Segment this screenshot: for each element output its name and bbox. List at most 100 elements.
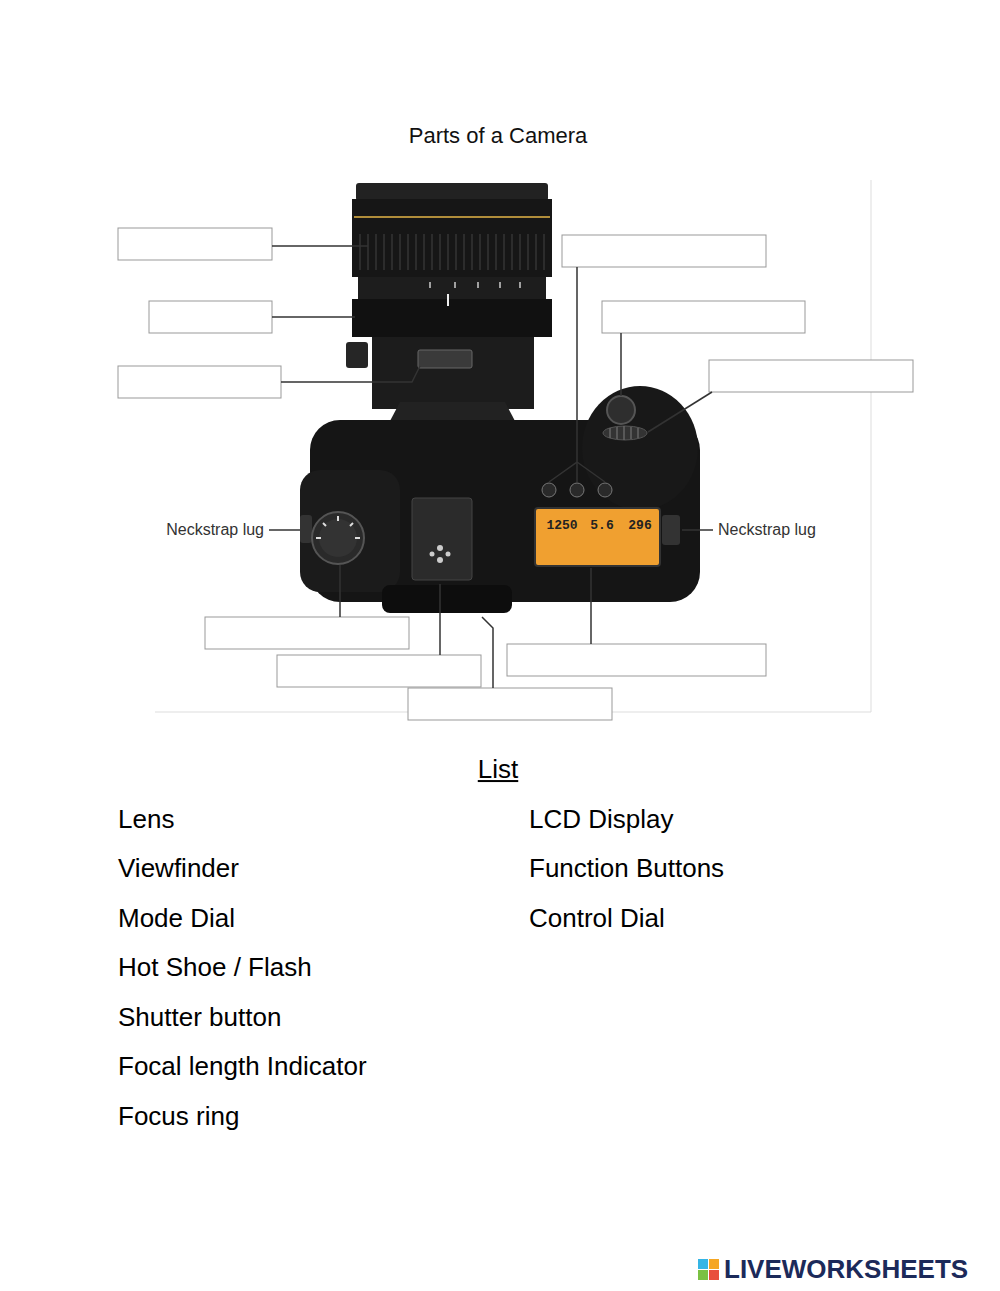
camera-body	[382, 585, 512, 613]
list-item: Shutter button	[118, 1003, 281, 1033]
lcd-reading: 5.6	[590, 519, 613, 534]
hot-shoe-figure	[437, 557, 443, 563]
camera-lens	[431, 234, 433, 270]
camera-lens	[360, 234, 544, 270]
camera-lens	[391, 234, 393, 270]
leader-line	[682, 529, 713, 531]
leader-line	[482, 617, 493, 688]
hot-shoe-figure	[412, 498, 472, 580]
camera-lens	[471, 234, 473, 270]
answer-box	[709, 360, 913, 392]
camera-lens	[463, 234, 465, 270]
answer-box	[149, 301, 272, 333]
list-item: LCD Display	[529, 805, 674, 835]
camera-lens	[477, 282, 479, 288]
camera-lens	[487, 234, 489, 270]
camera-lens	[423, 234, 425, 270]
camera-lens	[354, 216, 550, 218]
page-title: Parts of a Camera	[409, 123, 588, 148]
lcd-reading: 296	[628, 519, 651, 534]
camera-lens	[479, 234, 481, 270]
camera-lens	[375, 234, 377, 270]
camera-lens	[352, 299, 552, 337]
camera-lens	[367, 234, 369, 270]
part-label: Neckstrap lug	[718, 521, 816, 539]
controls-figure	[542, 483, 556, 497]
camera-lens	[407, 234, 409, 270]
leader-line	[620, 333, 622, 396]
leader-line	[272, 316, 355, 318]
mode-dial-figure	[316, 516, 360, 538]
controls-figure	[570, 483, 584, 497]
list-item: Focus ring	[118, 1102, 239, 1132]
answer-box	[562, 235, 766, 267]
mode-dial-figure	[316, 537, 321, 539]
hot-shoe-figure	[412, 498, 472, 580]
controls-figure	[610, 426, 638, 440]
camera-lens	[372, 337, 534, 409]
list-item: Lens	[118, 805, 174, 835]
camera-lens	[346, 183, 552, 409]
leader-line	[576, 462, 578, 482]
leader-line	[281, 366, 420, 382]
list-item: Focal length Indicator	[118, 1052, 367, 1082]
photo-frame	[871, 180, 872, 712]
leader-line	[549, 267, 577, 482]
leader-line	[439, 584, 441, 655]
list-item: Function Buttons	[529, 854, 724, 884]
leader-line	[577, 462, 605, 482]
mode-dial-figure	[355, 537, 360, 539]
watermark-logo	[709, 1259, 719, 1269]
leader-line	[269, 529, 300, 531]
mode-dial-figure	[337, 516, 339, 521]
part-label: Neckstrap lug	[166, 521, 264, 539]
camera-lens	[429, 282, 431, 288]
camera-body	[582, 386, 698, 510]
hot-shoe-figure	[430, 552, 435, 557]
lcd-reading: 1250	[546, 519, 577, 534]
camera-body	[300, 386, 700, 613]
mode-dial-figure	[312, 512, 364, 564]
camera-lens	[499, 282, 501, 288]
leader-line	[339, 565, 341, 617]
camera-lens	[447, 234, 449, 270]
leader-line	[590, 568, 592, 644]
answer-box	[507, 644, 766, 676]
camera-body	[300, 470, 400, 592]
leader-line	[269, 246, 713, 688]
controls-figure	[535, 396, 660, 566]
mode-dial-figure	[319, 519, 357, 557]
answer-box	[408, 688, 612, 720]
camera-lens	[356, 183, 548, 201]
answer-box	[602, 301, 805, 333]
list-item: Viewfinder	[118, 854, 239, 884]
mode-dial-figure	[350, 523, 353, 526]
camera-lens	[503, 234, 505, 270]
camera-lens	[430, 282, 520, 288]
controls-figure	[630, 427, 632, 439]
camera-lens	[383, 234, 385, 270]
hot-shoe-figure	[437, 545, 443, 551]
controls-figure	[623, 426, 625, 440]
camera-lens	[439, 234, 441, 270]
camera-lens	[543, 234, 545, 270]
controls-figure	[603, 426, 647, 440]
camera-body	[300, 515, 312, 543]
leader-line	[272, 245, 368, 247]
watermark-logo	[698, 1270, 708, 1280]
camera-lens	[399, 234, 401, 270]
answer-box	[118, 366, 281, 398]
list-item: Control Dial	[529, 904, 665, 934]
camera-lens	[415, 234, 417, 270]
list-item: Mode Dial	[118, 904, 235, 934]
controls-figure	[607, 396, 635, 424]
camera-lens	[359, 234, 361, 270]
camera-lens	[511, 234, 513, 270]
answer-box	[118, 228, 272, 260]
watermark-logo	[709, 1270, 719, 1280]
controls-figure	[637, 428, 639, 438]
mode-dial-figure	[323, 523, 326, 526]
camera-lens	[346, 342, 368, 368]
